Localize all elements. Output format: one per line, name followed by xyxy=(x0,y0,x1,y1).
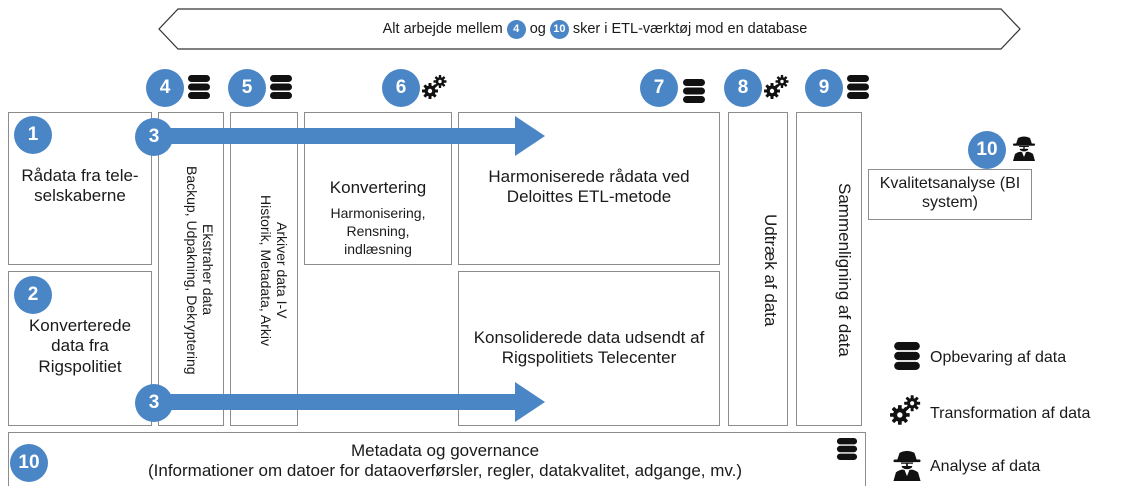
conversion-title: Konvertering xyxy=(329,178,427,197)
archive-subtitle: Historik, Metadata, Arkiv xyxy=(257,194,274,346)
storage-icon xyxy=(187,74,211,100)
quality-box xyxy=(868,169,1032,220)
storage-icon xyxy=(836,437,858,461)
harmonized-label: Harmoniserede rådata ved Deloittes ETL-m… xyxy=(488,167,690,207)
banner-text-after: sker i ETL-værktøj mod en database xyxy=(572,21,808,37)
quality-label: Kvalitetsanalyse (BI system) xyxy=(879,175,1021,212)
step-badge-10-metadata: 10 xyxy=(10,444,48,482)
storage-icon xyxy=(846,74,870,100)
converted-data-label: Konverterede data fra Rigspolitiet xyxy=(28,316,132,376)
extraction-label: Udtræk af data xyxy=(761,213,780,327)
step-badge-5: 5 xyxy=(228,69,266,107)
gears-icon xyxy=(764,74,790,100)
comparison-label: Sammenligning af data xyxy=(835,183,854,357)
banner-text-middle: og xyxy=(529,21,546,37)
legend-transformation-label: Transformation af data xyxy=(930,405,1091,422)
flow-arrow-top xyxy=(165,116,545,156)
archive-box xyxy=(230,112,298,426)
comparison-box xyxy=(796,112,862,426)
step-badge-8: 8 xyxy=(724,69,762,107)
metadata-title: Metadata og governance xyxy=(350,441,540,460)
legend-analysis-label: Analyse af data xyxy=(930,458,1041,475)
extract-label: Ekstraher data Backup, Udpakning, Dekryp… xyxy=(166,120,216,420)
legend-spy-icon xyxy=(891,448,923,482)
converted-data-box xyxy=(8,271,152,426)
extraction-box xyxy=(728,112,788,426)
step-badge-9: 9 xyxy=(805,69,843,107)
banner-badge-10: 10 xyxy=(549,19,569,39)
step-badge-3-top: 3 xyxy=(135,118,173,156)
legend-storage-icon xyxy=(893,340,921,372)
consolidated-label: Konsoliderede data udsendt af Rigspoliti… xyxy=(473,328,705,368)
legend-gears-icon xyxy=(890,394,922,426)
step-badge-1: 1 xyxy=(14,116,52,154)
legend-storage-label: Opbevaring af data xyxy=(930,349,1067,366)
archive-label: Arkiver data I-V Historik, Metadata, Ark… xyxy=(238,120,290,420)
gears-icon xyxy=(422,74,448,100)
step-badge-4: 4 xyxy=(146,69,184,107)
banner-shape xyxy=(158,8,1021,50)
metadata-box xyxy=(8,432,866,486)
extract-box xyxy=(158,112,224,426)
archive-title: Arkiver data I-V xyxy=(274,221,290,319)
step-badge-7: 7 xyxy=(640,69,678,107)
conversion-subtitle: Harmonisering, Rensning, indlæsning xyxy=(330,205,426,258)
step-badge-6: 6 xyxy=(382,69,420,107)
step-badge-2: 2 xyxy=(14,276,52,314)
step-badge-10: 10 xyxy=(968,131,1006,169)
banner-badge-4: 4 xyxy=(506,19,526,39)
storage-icon xyxy=(682,78,706,104)
banner-text-before: Alt arbejde mellem xyxy=(382,21,503,37)
metadata-subtitle: (Informationer om datoer for dataoverfør… xyxy=(147,461,743,480)
spy-icon xyxy=(1011,135,1037,161)
extract-title: Ekstraher data xyxy=(200,224,216,316)
extract-subtitle: Backup, Udpakning, Dekryptering xyxy=(183,165,200,375)
flow-arrow-bottom xyxy=(165,382,545,422)
raw-data-label: Rådata fra tele-selskaberne xyxy=(21,166,139,206)
step-badge-3-bottom: 3 xyxy=(135,384,173,422)
storage-icon xyxy=(269,74,293,100)
banner: Alt arbejde mellem 4 og 10 sker i ETL-væ… xyxy=(180,12,1010,46)
